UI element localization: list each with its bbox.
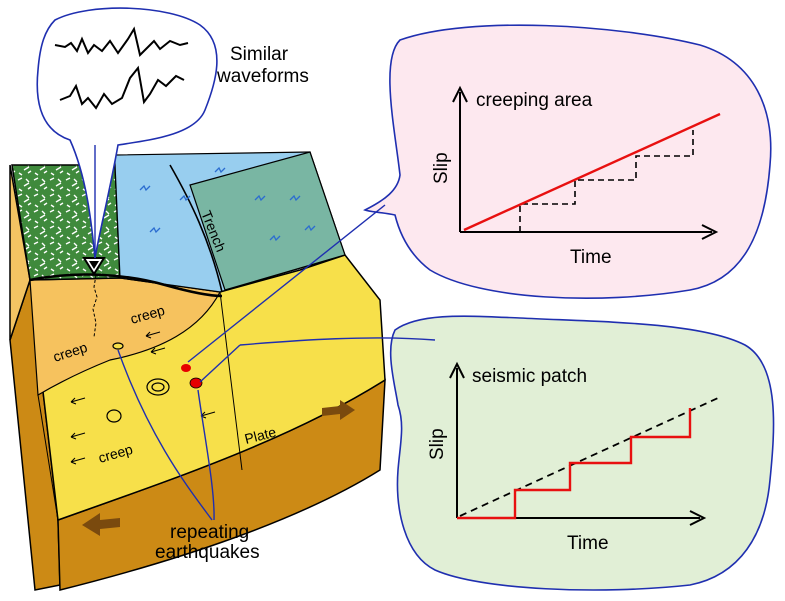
creeping-link-line: [187, 204, 386, 363]
seismic-link-line-a: [199, 344, 241, 383]
shallow-shelf: [189, 151, 346, 291]
seismic-bubble: [389, 315, 775, 591]
seismic-title: seismic patch: [472, 366, 587, 387]
plate-label: Plate: [243, 424, 278, 447]
creeping-xlabel: Time: [570, 247, 612, 268]
creeping-axes: [452, 85, 719, 240]
quake-marker-1: [181, 364, 191, 372]
creep-zone: [29, 277, 221, 397]
seismometer-inner-icon: [89, 261, 99, 269]
waveform-bubble: [36, 7, 218, 259]
upper-left-face: [9, 164, 31, 341]
plate-motion-arrow-right: [322, 400, 355, 420]
repeating-link-line-b: [197, 389, 215, 521]
quake-marker-2: [189, 377, 203, 389]
creeping-title: creeping area: [476, 90, 593, 111]
waveform-trace-bottom: [59, 65, 185, 110]
creeping-bubble: [363, 24, 772, 299]
creeping-slip-line: [463, 112, 721, 232]
plate-motion-arrow-left: [82, 513, 120, 536]
seismic-slip-steps: [457, 408, 692, 520]
waveform-trace-top: [54, 26, 189, 57]
creeping-ylabel: Slip: [431, 152, 452, 184]
fault-contact-line: [29, 273, 223, 298]
plate-boundary-line: [219, 291, 243, 471]
seismic-ylabel: Slip: [427, 428, 448, 460]
block-edge-line: [37, 394, 59, 521]
seismic-xlabel: Time: [567, 533, 609, 554]
trench-line: [169, 164, 223, 293]
asperity-patches: [106, 342, 170, 423]
waveforms-label-line2: waveforms: [216, 66, 309, 87]
fault-crack-line: [92, 274, 98, 338]
repeating-label-line1: repeating: [170, 522, 249, 543]
ocean-ripples: [139, 166, 316, 242]
seismic-link-line-b: [239, 337, 436, 346]
repeating-label-line2: earthquakes: [155, 542, 260, 563]
waveforms-label-line1: Similar: [230, 44, 289, 65]
repeating-link-line-a: [117, 349, 213, 521]
